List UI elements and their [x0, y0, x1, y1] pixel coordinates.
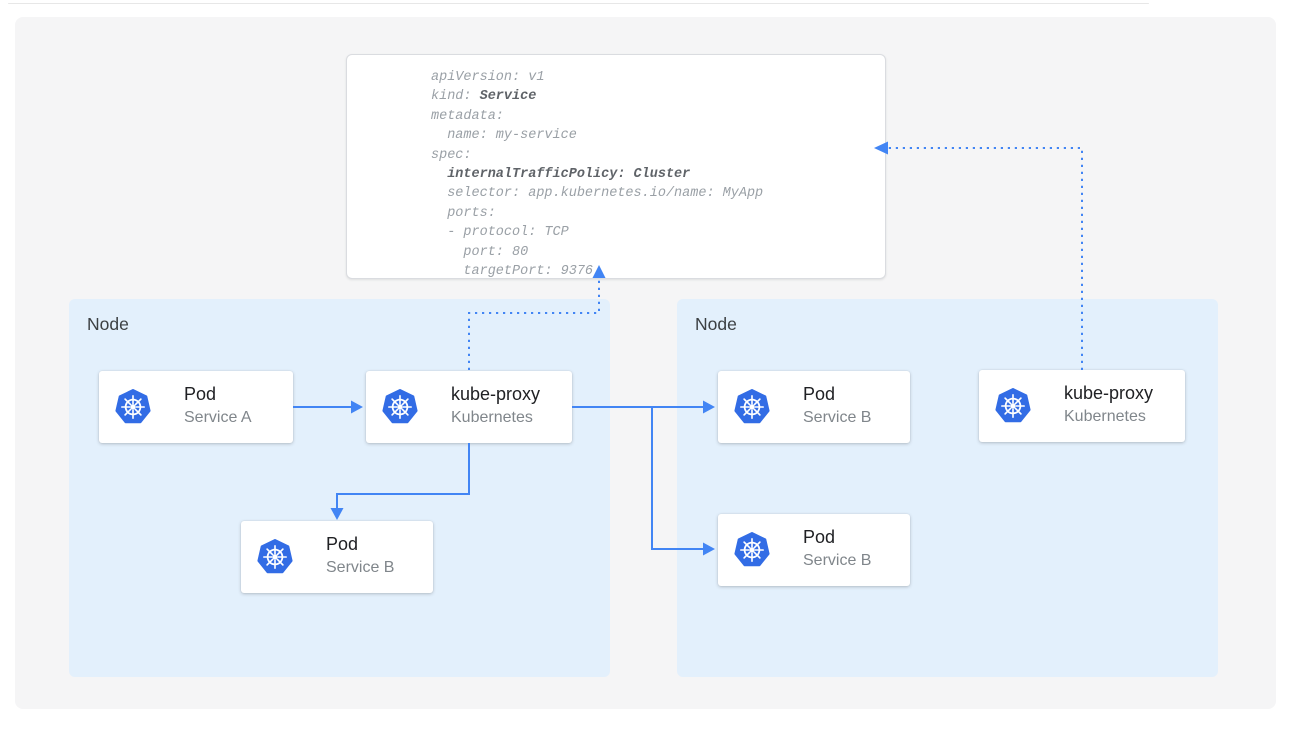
pod-service-b-right-bottom-card: Pod Service B	[718, 514, 910, 586]
diagram-panel: apiVersion: v1 kind: Service metadata: nam…	[15, 17, 1276, 709]
card-title: kube-proxy	[451, 384, 541, 404]
card-title: Pod	[326, 534, 359, 554]
card-subtitle: Service B	[803, 552, 872, 569]
card-title: Pod	[803, 527, 836, 547]
card-subtitle: Kubernetes	[451, 409, 533, 426]
yaml-code-lines: apiVersion: v1 kind: Service metadata: nam…	[431, 68, 763, 281]
card-title: Pod	[803, 384, 836, 404]
code-line: selector: app.kubernetes.io/name: MyApp	[431, 186, 764, 202]
kube-proxy-right-card: kube-proxy Kubernetes	[979, 370, 1185, 442]
pod-service-b-right-top-card: Pod Service B	[718, 371, 910, 443]
pod-service-b-left-card: Pod Service B	[241, 521, 433, 593]
card-subtitle: Service B	[803, 409, 872, 426]
node-right: Node	[677, 299, 1218, 677]
code-line: kind: Service	[431, 89, 537, 105]
code-line: spec:	[431, 147, 472, 163]
code-line: targetPort: 9376	[431, 264, 594, 280]
card-title: kube-proxy	[1064, 383, 1154, 403]
kubernetes-logo-icon	[115, 389, 151, 425]
card-subtitle: Service B	[326, 559, 395, 576]
node-label: Node	[87, 314, 129, 334]
kube-proxy-left-card: kube-proxy Kubernetes	[366, 371, 572, 443]
code-line: ports:	[431, 205, 496, 221]
code-line: metadata:	[431, 108, 504, 124]
kubernetes-logo-icon	[257, 539, 293, 575]
pod-service-a-card: Pod Service A	[99, 371, 293, 443]
card-title: Pod	[184, 384, 217, 404]
code-line: internalTrafficPolicy: Cluster	[447, 167, 691, 183]
node-label: Node	[695, 314, 737, 334]
code-line: name: my-service	[431, 128, 577, 144]
code-line: - protocol: TCP	[431, 225, 569, 241]
kubernetes-logo-icon	[734, 532, 770, 568]
kubernetes-logo-icon	[734, 389, 770, 425]
service-yaml-code-block: apiVersion: v1 kind: Service metadata: nam…	[346, 54, 886, 279]
kubernetes-logo-icon	[382, 389, 418, 425]
kubernetes-logo-icon	[995, 388, 1031, 424]
top-divider-line	[8, 3, 1149, 4]
card-subtitle: Service A	[184, 409, 252, 426]
code-line: apiVersion: v1	[431, 70, 545, 85]
code-line: port: 80	[431, 244, 529, 260]
card-subtitle: Kubernetes	[1064, 408, 1146, 425]
node-left: Node	[69, 299, 610, 677]
